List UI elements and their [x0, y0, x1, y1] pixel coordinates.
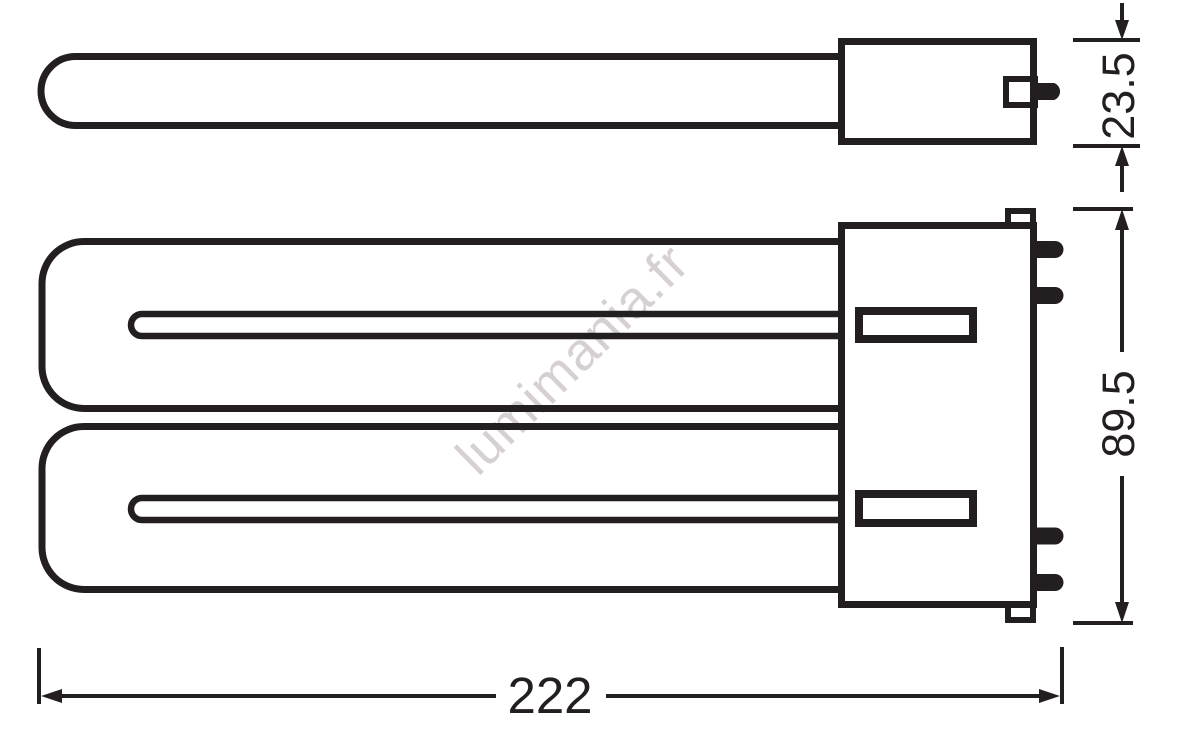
dim-arrowhead-up — [1115, 146, 1129, 166]
dim-arrowhead-right — [1039, 689, 1060, 703]
dimension-overall-length: 222 — [37, 647, 1064, 724]
base-slot-lower — [855, 490, 977, 527]
dim-arrowhead-down — [1115, 602, 1129, 623]
upper-tube-gap — [127, 310, 841, 340]
dim-arrowhead-left — [41, 689, 62, 703]
contact-pin-4 — [1037, 574, 1064, 591]
dim-label-front-height: 89.5 — [1093, 370, 1144, 458]
contact-pin-1 — [1037, 241, 1064, 258]
dim-label-side-height: 23.5 — [1093, 52, 1144, 140]
side-view — [37, 38, 1061, 145]
dimension-side-height: 23.5 — [1073, 3, 1144, 192]
base-key-tab-bottom — [1005, 605, 1036, 623]
dim-arrowhead-down — [1115, 20, 1129, 40]
lower-tube-outline — [38, 423, 841, 593]
tube-outline-side — [37, 53, 841, 129]
dimension-front-height: 89.5 — [1073, 207, 1144, 625]
front-view — [38, 208, 1064, 623]
dim-label-overall-length: 222 — [507, 667, 592, 724]
pin-socket-notch — [1003, 76, 1038, 108]
lower-tube-gap — [127, 494, 841, 524]
contact-pin-2 — [1037, 287, 1064, 304]
dim-arrowhead-up — [1115, 209, 1129, 230]
base-front — [838, 222, 1037, 608]
contact-pin-3 — [1037, 527, 1064, 545]
contact-pin-side — [1037, 83, 1061, 100]
base-slot-upper — [855, 307, 977, 343]
watermark: lumimania.fr — [445, 233, 700, 486]
base-key-tab-top — [1005, 208, 1036, 225]
upper-tube-outline — [38, 238, 841, 412]
